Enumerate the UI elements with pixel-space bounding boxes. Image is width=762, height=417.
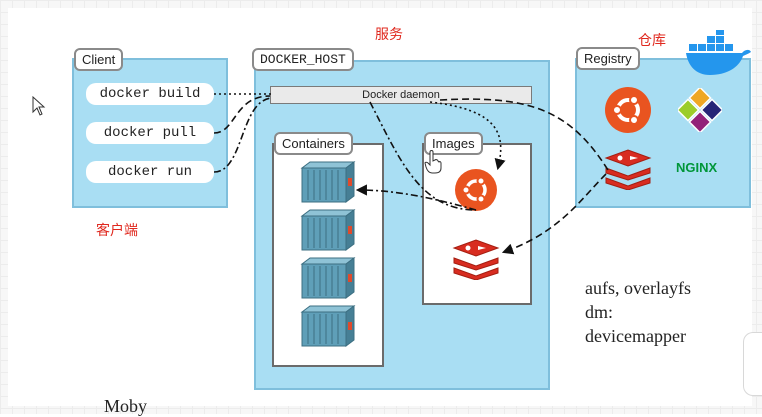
- registry-panel: [575, 58, 751, 208]
- images-title: Images: [424, 132, 483, 155]
- containers-title: Containers: [274, 132, 353, 155]
- ubuntu-logo-icon: [605, 87, 651, 133]
- hand-cursor-icon: [424, 150, 442, 174]
- ubuntu-image-icon: [455, 169, 497, 211]
- centos-logo-icon: [678, 88, 722, 132]
- redis-image-icon: [452, 239, 500, 280]
- storage-note-line3: devicemapper: [585, 326, 686, 346]
- warehouse-label: 仓库: [638, 32, 666, 48]
- daemon-to-registry-arrow: [439, 98, 609, 171]
- moby-label: Moby: [104, 396, 148, 416]
- docker-run-command: docker run: [86, 161, 214, 183]
- mouse-cursor-icon: [32, 96, 46, 116]
- storage-note-line1: aufs, overlayfs: [585, 278, 691, 298]
- side-panel-handle[interactable]: [743, 332, 762, 396]
- image-to-container-arrow: [355, 184, 477, 211]
- storage-notes: aufs, overlayfs dm: devicemapper: [585, 276, 691, 348]
- nginx-logo-text: NGINX: [676, 160, 718, 175]
- registry-title: Registry: [576, 47, 640, 70]
- storage-note-line2: dm:: [585, 302, 614, 322]
- redis-logo-icon: [604, 149, 652, 190]
- docker-host-title: DOCKER_HOST: [252, 48, 354, 71]
- registry-to-redis-arrow: [501, 173, 607, 255]
- client-title: Client: [74, 48, 124, 71]
- client-cn-label: 客户端: [96, 222, 138, 238]
- docker-build-command: docker build: [86, 83, 214, 105]
- pull-arrow: [213, 95, 271, 134]
- docker-pull-command: docker pull: [86, 122, 214, 144]
- docker-whale-icon: [686, 30, 751, 75]
- run-arrow: [213, 97, 273, 173]
- service-label: 服务: [375, 26, 403, 42]
- daemon-to-ubuntu-arrow: [429, 101, 506, 171]
- daemon-to-image-arrow: [369, 101, 477, 211]
